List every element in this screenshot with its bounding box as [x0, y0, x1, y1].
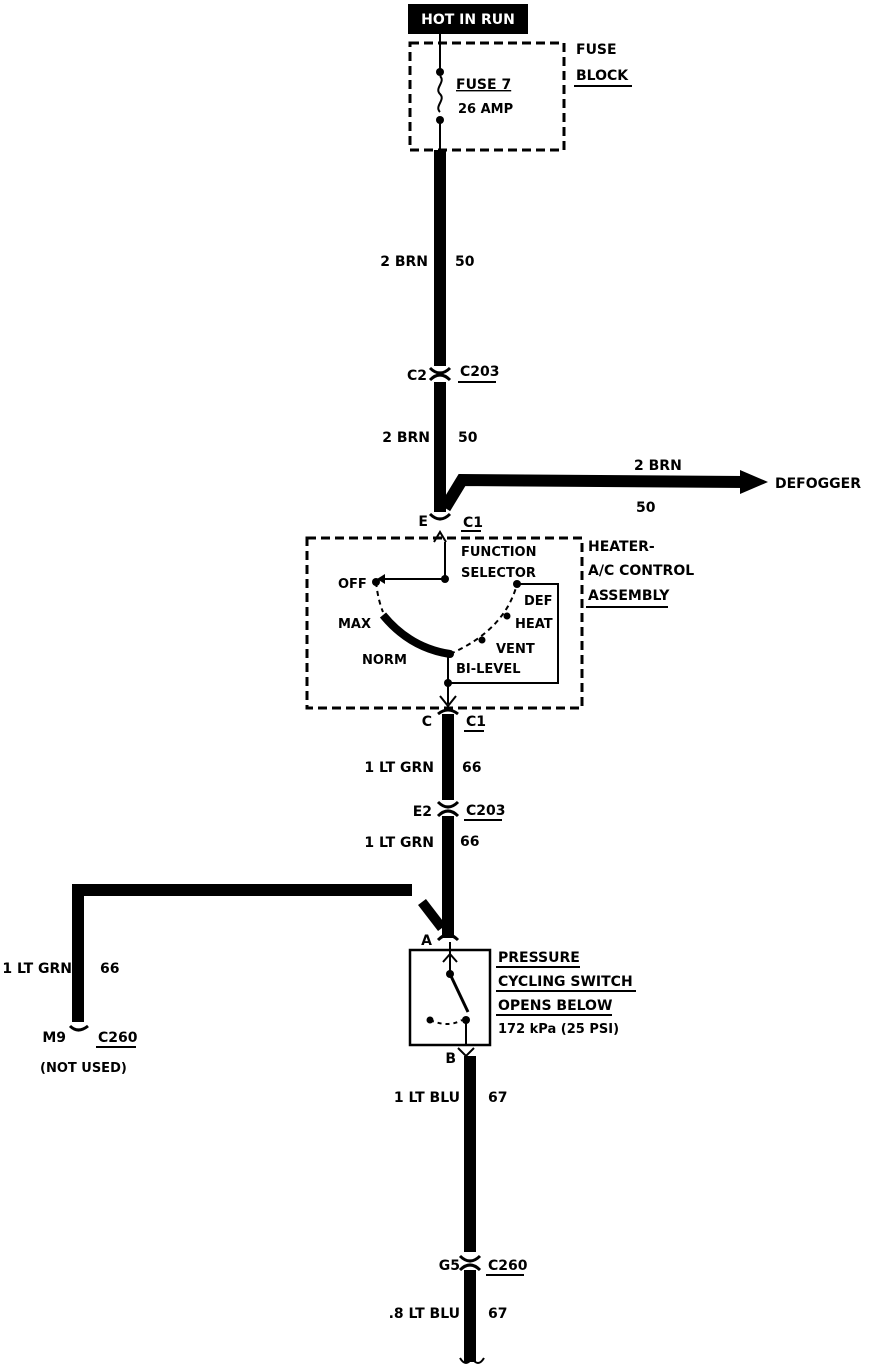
svg-text:OFF: OFF [338, 577, 367, 592]
svg-text:2 BRN: 2 BRN [382, 430, 430, 446]
svg-text:HOT IN RUN: HOT IN RUN [421, 12, 515, 28]
svg-text:HEAT: HEAT [515, 617, 553, 632]
svg-text:C260: C260 [98, 1030, 138, 1046]
svg-text:MAX: MAX [338, 617, 371, 632]
wire-lt-blu-upper: 1 LT BLU 67 [394, 1056, 507, 1252]
svg-text:BI-LEVEL: BI-LEVEL [456, 662, 521, 677]
svg-text:.8 LT BLU: .8 LT BLU [389, 1306, 460, 1322]
wire-lt-grn-upper: 1 LT GRN 66 [364, 714, 481, 800]
wire-defogger-branch: 2 BRN 50 DEFOGGER [439, 458, 861, 516]
arrow-left-icon [377, 574, 385, 584]
defogger-label: DEFOGGER [775, 476, 861, 492]
connector-c260-bottom: G5 C260 [439, 1254, 528, 1276]
svg-text:1 LT GRN: 1 LT GRN [364, 835, 434, 851]
svg-text:HEATER-: HEATER- [588, 539, 655, 555]
svg-text:C: C [422, 714, 432, 730]
wire-lt-blu-lower: .8 LT BLU 67 [389, 1270, 507, 1364]
svg-text:C1: C1 [463, 515, 483, 531]
svg-text:DEF: DEF [524, 594, 553, 609]
connector-c203-bottom: E2 C203 [413, 800, 506, 821]
svg-text:67: 67 [488, 1306, 507, 1322]
svg-text:1 LT BLU: 1 LT BLU [394, 1090, 460, 1106]
svg-text:C260: C260 [488, 1258, 528, 1274]
svg-text:C203: C203 [460, 364, 500, 380]
svg-text:E: E [418, 514, 428, 530]
fuse-rating: 26 AMP [458, 102, 513, 117]
wire-brn-upper: 2 BRN 50 [380, 150, 475, 366]
svg-text:ASSEMBLY: ASSEMBLY [588, 588, 670, 604]
svg-text:C1: C1 [466, 714, 486, 730]
connector-c260-left: M9 C260 (NOT USED) [40, 1024, 138, 1076]
svg-text:CYCLING SWITCH: CYCLING SWITCH [498, 974, 633, 990]
svg-text:172 kPa (25 PSI): 172 kPa (25 PSI) [498, 1022, 619, 1037]
fuse-block-title-2: BLOCK [576, 68, 629, 84]
svg-text:G5: G5 [439, 1258, 460, 1274]
svg-text:1 LT GRN: 1 LT GRN [364, 760, 434, 776]
wire-brn-middle: 2 BRN 50 [382, 382, 478, 512]
svg-text:VENT: VENT [496, 642, 535, 657]
svg-text:50: 50 [455, 254, 475, 270]
svg-text:50: 50 [458, 430, 478, 446]
fuse-name: FUSE 7 [456, 77, 511, 93]
connector-c1-top: E C1 [418, 512, 483, 543]
fuse-icon [437, 75, 443, 113]
svg-text:1 LT GRN: 1 LT GRN [2, 961, 72, 977]
fuse-block-title-1: FUSE [576, 42, 617, 58]
svg-text:66: 66 [100, 961, 119, 977]
svg-text:2 BRN: 2 BRN [634, 458, 682, 474]
svg-text:FUNCTION: FUNCTION [461, 545, 537, 560]
power-source-label: HOT IN RUN [408, 4, 528, 34]
svg-text:PRESSURE: PRESSURE [498, 950, 580, 966]
arrow-right-icon [740, 470, 768, 494]
svg-text:C2: C2 [407, 368, 427, 384]
svg-text:67: 67 [488, 1090, 507, 1106]
svg-text:A: A [421, 933, 432, 949]
svg-text:66: 66 [462, 760, 481, 776]
svg-text:E2: E2 [413, 804, 432, 820]
not-used-note: (NOT USED) [40, 1061, 127, 1076]
fuse-block: FUSE 7 26 AMP FUSE BLOCK [408, 34, 632, 152]
wire-lt-grn-branch: 1 LT GRN 66 [2, 884, 446, 1022]
svg-text:50: 50 [636, 500, 656, 516]
wire-lt-grn-lower: 1 LT GRN 66 [364, 816, 479, 938]
connector-c203-top: C2 C203 [407, 364, 500, 384]
svg-text:SELECTOR: SELECTOR [461, 566, 536, 581]
svg-text:NORM: NORM [362, 653, 407, 668]
continuation-break-icon [459, 1356, 485, 1364]
heater-ac-control-assembly: HEATER- A/C CONTROL ASSEMBLY FUNCTION SE… [305, 536, 694, 710]
svg-text:A/C CONTROL: A/C CONTROL [588, 563, 694, 579]
svg-text:OPENS BELOW: OPENS BELOW [498, 998, 612, 1014]
svg-text:B: B [445, 1051, 456, 1067]
connector-c1-bottom: C C1 [422, 683, 486, 732]
svg-text:2 BRN: 2 BRN [380, 254, 428, 270]
svg-text:M9: M9 [42, 1030, 66, 1046]
svg-text:C203: C203 [466, 803, 506, 819]
svg-text:66: 66 [460, 834, 479, 850]
pressure-cycling-switch: A PRESSURE CYCLING SWITCH OPENS BELOW 17… [408, 933, 636, 1067]
